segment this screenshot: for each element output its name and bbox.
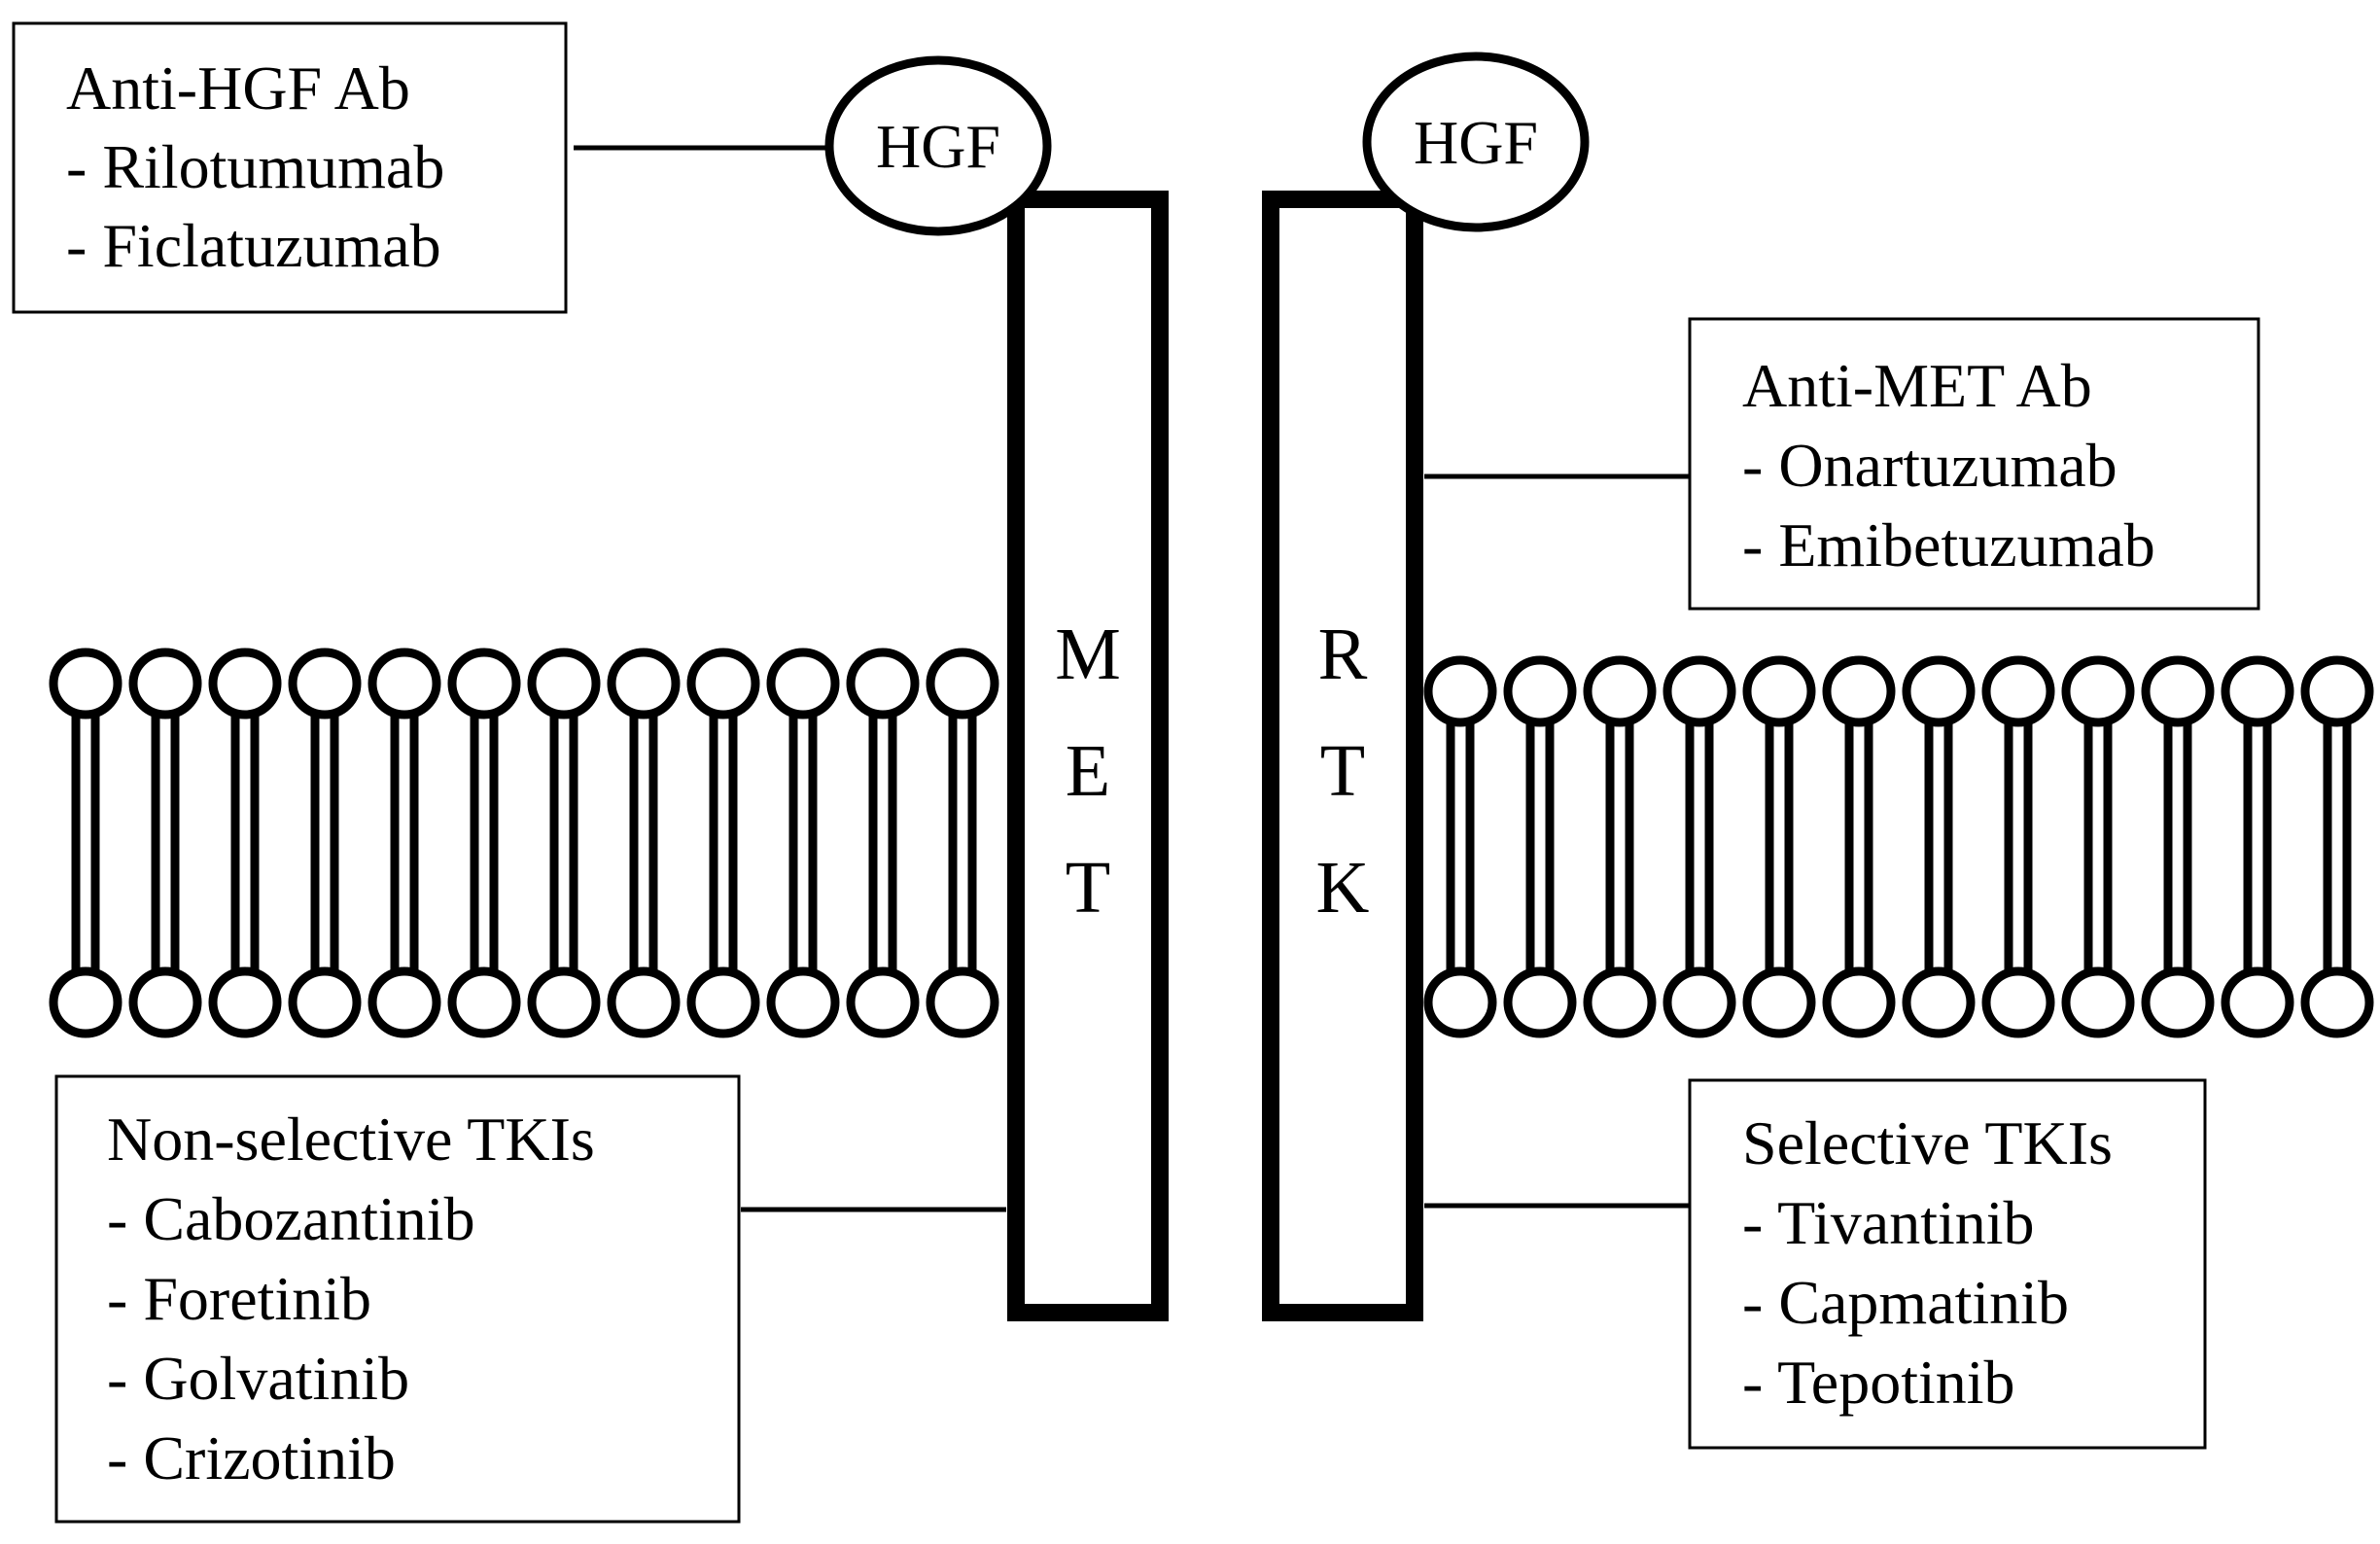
non-selective-title: Non-selective TKIs — [107, 1105, 595, 1174]
anti-hgf-box: Anti-HGF Ab - Rilotumumab - Ficlatuzumab — [12, 21, 568, 314]
non-selective-item: - Cabozantinib — [107, 1184, 475, 1253]
anti-met-title: Anti-MET Ab — [1742, 351, 2092, 420]
lipid-head — [1423, 655, 1497, 727]
lipid-head — [686, 648, 760, 719]
lipid-head — [2141, 966, 2215, 1038]
rtk-letter-r: R — [1318, 614, 1368, 695]
lipid-head — [49, 966, 122, 1038]
lipid-bilayer-right — [1423, 655, 2374, 1038]
selective-item: - Capmatinib — [1742, 1268, 2069, 1337]
lipid-head — [49, 648, 122, 719]
lipid-head — [1423, 966, 1497, 1038]
lipid-head — [2300, 655, 2374, 727]
lipid-head — [1742, 655, 1816, 727]
lipid-head — [1981, 966, 2055, 1038]
non-selective-item: - Crizotinib — [107, 1423, 396, 1492]
non-selective-item: - Golvatinib — [107, 1344, 409, 1413]
lipid-head — [926, 966, 999, 1038]
lipid-head — [846, 648, 920, 719]
selective-item: - Tepotinib — [1742, 1348, 2015, 1417]
anti-hgf-item: - Rilotumumab — [66, 132, 444, 201]
lipid-head — [368, 648, 441, 719]
lipid-head — [607, 966, 681, 1038]
lipid-head — [926, 648, 999, 719]
lipid-head — [1662, 655, 1736, 727]
lipid-head — [2061, 966, 2135, 1038]
lipid-head — [1503, 655, 1577, 727]
non-selective-item: - Foretinib — [107, 1264, 371, 1333]
lipid-head — [128, 966, 202, 1038]
met-receptor-bar — [1007, 191, 1169, 1321]
lipid-head — [208, 966, 282, 1038]
hgf-ligand-right-label: HGF — [1414, 108, 1538, 177]
lipid-head — [1902, 966, 1976, 1038]
anti-hgf-title: Anti-HGF Ab — [66, 53, 410, 123]
lipid-head — [1503, 966, 1577, 1038]
lipid-head — [1822, 655, 1896, 727]
selective-tkis-box: Selective TKIs - Tivantinib - Capmatinib… — [1688, 1078, 2207, 1450]
lipid-head — [1742, 966, 1816, 1038]
lipid-head — [1981, 655, 2055, 727]
lipid-head — [2141, 655, 2215, 727]
lipid-head — [1583, 655, 1657, 727]
selective-title: Selective TKIs — [1742, 1108, 2113, 1177]
anti-hgf-item: - Ficlatuzumab — [66, 211, 441, 280]
anti-met-item: - Emibetuzumab — [1742, 510, 2155, 579]
anti-met-item: - Onartuzumab — [1742, 431, 2118, 500]
lipid-head — [607, 648, 681, 719]
lipid-head — [447, 966, 521, 1038]
lipid-head — [2300, 966, 2374, 1038]
lipid-head — [527, 966, 601, 1038]
met-letter-e: E — [1066, 730, 1110, 812]
lipid-head — [766, 648, 840, 719]
lipid-head — [1902, 655, 1976, 727]
lipid-head — [1583, 966, 1657, 1038]
rtk-letter-k: K — [1316, 847, 1370, 929]
hgf-ligand-right — [1362, 52, 1590, 232]
lipid-head — [2221, 966, 2294, 1038]
met-letter-m: M — [1055, 614, 1121, 695]
lipid-head — [686, 966, 760, 1038]
anti-met-box: Anti-MET Ab - Onartuzumab - Emibetuzumab — [1688, 317, 2260, 611]
lipid-head — [447, 648, 521, 719]
lipid-head — [1662, 966, 1736, 1038]
lipid-head — [208, 648, 282, 719]
met-letter-t: T — [1066, 847, 1110, 929]
rtk-letter-t: T — [1320, 730, 1365, 812]
lipid-head — [288, 966, 362, 1038]
selective-item: - Tivantinib — [1742, 1188, 2035, 1257]
lipid-head — [2221, 655, 2294, 727]
lipid-head — [766, 966, 840, 1038]
hgf-ligand-left-label: HGF — [876, 112, 1000, 181]
rtk-receptor-bar — [1262, 191, 1423, 1321]
lipid-head — [368, 966, 441, 1038]
non-selective-tkis-box: Non-selective TKIs - Cabozantinib - Fore… — [54, 1074, 741, 1524]
lipid-head — [527, 648, 601, 719]
lipid-head — [2061, 655, 2135, 727]
lipid-bilayer-left — [49, 648, 999, 1038]
lipid-head — [1822, 966, 1896, 1038]
lipid-head — [846, 966, 920, 1038]
lipid-head — [288, 648, 362, 719]
lipid-head — [128, 648, 202, 719]
